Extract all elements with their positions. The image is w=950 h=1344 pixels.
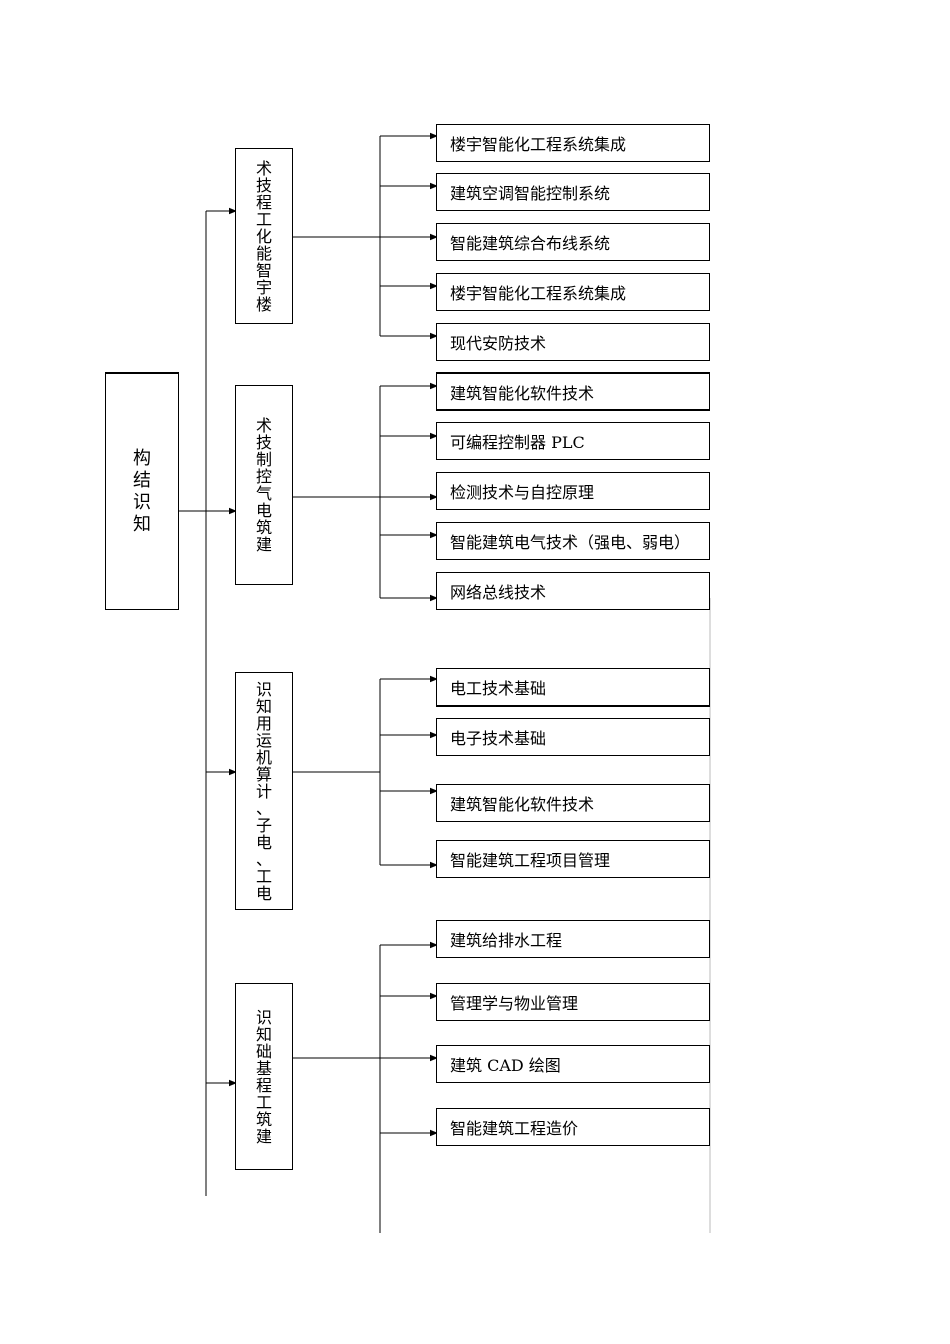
item-node: 楼宇智能化工程系统集成	[436, 273, 710, 311]
item-node: 检测技术与自控原理	[436, 472, 710, 510]
item-node: 楼宇智能化工程系统集成	[436, 124, 710, 162]
group-node-4: 识知础基程工筑建	[235, 983, 293, 1170]
vertical-char: 技	[255, 175, 272, 195]
vertical-char: 工	[255, 209, 272, 229]
vertical-char: 建	[255, 1126, 272, 1146]
item-node: 建筑智能化软件技术	[436, 372, 710, 411]
vertical-char: 筑	[255, 518, 272, 537]
vertical-char: 程	[255, 1075, 272, 1095]
vertical-char: 识	[255, 679, 272, 699]
vertical-char: 制	[255, 450, 272, 469]
vertical-char: 筑	[255, 1109, 272, 1129]
item-node: 建筑 CAD 绘图	[436, 1045, 710, 1083]
root-node: 构结识知	[105, 372, 179, 610]
vertical-char: 能	[255, 243, 272, 263]
vertical-char: 技	[255, 433, 272, 452]
vertical-char: 识	[133, 491, 151, 513]
vertical-char: 术	[255, 158, 272, 178]
item-node: 建筑空调智能控制系统	[436, 173, 710, 211]
vertical-char: 、	[255, 798, 272, 818]
item-node: 智能建筑电气技术（强电、弱电）	[436, 522, 710, 560]
vertical-char: 控	[255, 467, 272, 486]
group-node-3: 识知用运机算计、子电、工电	[235, 672, 293, 910]
vertical-char: 建	[255, 535, 272, 554]
item-node: 网络总线技术	[436, 572, 710, 610]
vertical-char: 子	[255, 815, 272, 835]
vertical-char: 工	[255, 1092, 272, 1112]
vertical-char: 、	[255, 849, 272, 869]
group-node-1: 术技程工化能智宇楼	[235, 148, 293, 324]
vertical-char: 术	[255, 416, 272, 435]
vertical-char: 智	[255, 260, 272, 280]
item-node: 可编程控制器 PLC	[436, 422, 710, 460]
item-node: 建筑智能化软件技术	[436, 784, 710, 822]
group-node-2: 术技制控气电筑建	[235, 385, 293, 585]
vertical-char: 电	[255, 832, 272, 852]
item-node: 现代安防技术	[436, 323, 710, 361]
vertical-char: 构	[133, 447, 151, 469]
item-node: 管理学与物业管理	[436, 983, 710, 1021]
vertical-char: 知	[133, 513, 151, 535]
vertical-char: 工	[255, 866, 272, 886]
vertical-char: 电	[255, 501, 272, 520]
vertical-char: 宇	[255, 277, 272, 297]
vertical-char: 楼	[255, 294, 272, 314]
vertical-char: 知	[255, 1024, 272, 1044]
vertical-char: 结	[133, 469, 151, 491]
vertical-char: 气	[255, 484, 272, 503]
vertical-char: 程	[255, 192, 272, 212]
vertical-char: 电	[255, 883, 272, 903]
item-node: 智能建筑工程项目管理	[436, 840, 710, 878]
vertical-char: 用	[255, 713, 272, 733]
item-node: 电子技术基础	[436, 718, 710, 756]
item-node: 智能建筑工程造价	[436, 1108, 710, 1146]
vertical-char: 基	[255, 1058, 272, 1078]
item-node: 智能建筑综合布线系统	[436, 223, 710, 261]
vertical-char: 知	[255, 696, 272, 716]
vertical-char: 算	[255, 764, 272, 784]
vertical-char: 识	[255, 1007, 272, 1027]
vertical-char: 础	[255, 1041, 272, 1061]
item-node: 电工技术基础	[436, 668, 710, 707]
vertical-char: 化	[255, 226, 272, 246]
vertical-char: 运	[255, 730, 272, 750]
item-node: 建筑给排水工程	[436, 920, 710, 958]
vertical-char: 机	[255, 747, 272, 767]
vertical-char: 计	[255, 781, 272, 801]
